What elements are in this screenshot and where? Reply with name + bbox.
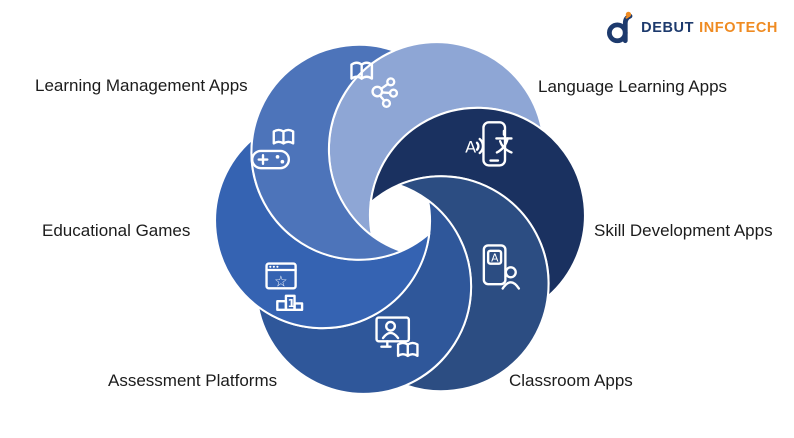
- assessment-icon-star: ☆: [274, 273, 288, 291]
- language-icon-letter: A: [465, 137, 476, 156]
- gamepad-book-icon: [249, 124, 305, 180]
- brand-name-primary: DEBUT: [641, 20, 695, 36]
- segment-educational-games: [250, 43, 403, 261]
- brand-name-secondary: INFOTECH: [699, 20, 778, 36]
- monitor-person-book-icon: [369, 309, 425, 365]
- label-learning-management-apps: Learning Management Apps: [35, 76, 248, 95]
- id-card-person-icon: A: [472, 240, 528, 296]
- brand-logo-mark-icon: [607, 11, 633, 44]
- book-share-icon: [345, 56, 401, 112]
- label-skill-development-apps: Skill Development Apps: [594, 221, 773, 240]
- label-language-learning-apps: Language Learning Apps: [538, 77, 728, 96]
- label-assessment-platforms: Assessment Platforms: [108, 371, 278, 390]
- browser-star-podium-icon: ☆ 1: [259, 256, 315, 312]
- label-classroom-apps: Classroom Apps: [509, 371, 633, 390]
- phone-translate-icon: A: [463, 118, 519, 174]
- assessment-icon-rank: 1: [288, 297, 295, 310]
- skill-icon-letter: A: [491, 251, 499, 264]
- label-educational-games: Educational Games: [42, 221, 191, 240]
